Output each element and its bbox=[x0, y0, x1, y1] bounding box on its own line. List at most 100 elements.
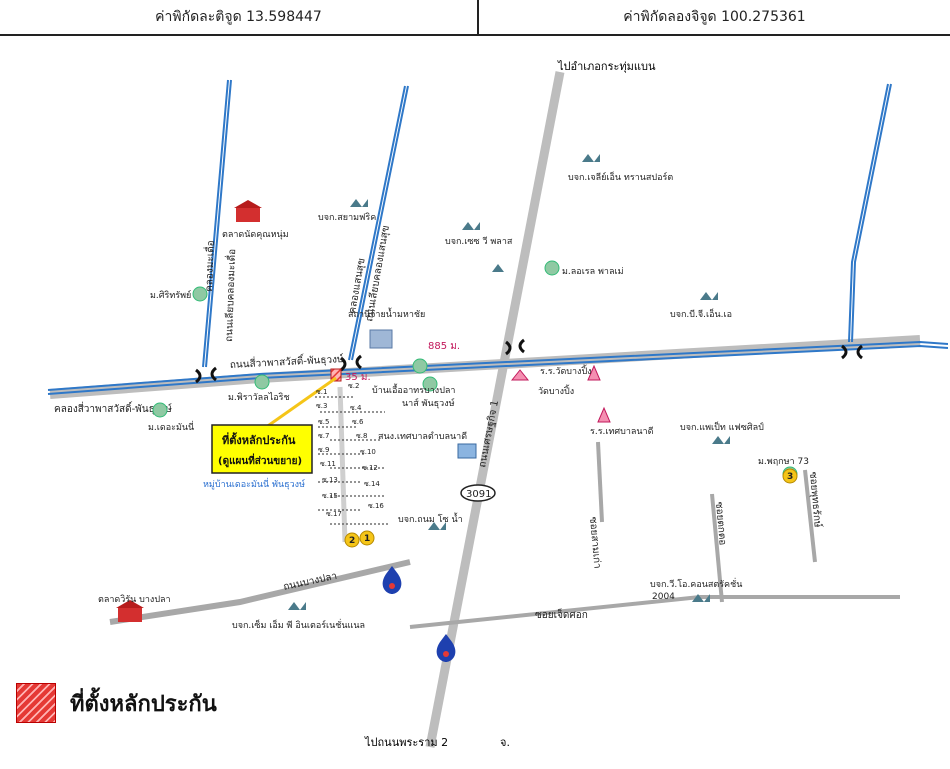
bridges bbox=[195, 338, 863, 384]
school-label: ร.ร.เทศบาลนาดี bbox=[590, 426, 654, 437]
market-1-label: ตลาดนัดคุณหนุ่ม bbox=[222, 230, 289, 240]
village-1-label: ม.ศิริทรัพย์ bbox=[150, 289, 191, 301]
soi-jedsok-label: ซอยเจ็ดศอก bbox=[535, 607, 588, 621]
road-network bbox=[49, 71, 921, 748]
factory-7-code: 2004 bbox=[652, 592, 675, 602]
bridge-icon bbox=[195, 366, 217, 384]
factory-icon bbox=[712, 436, 730, 444]
market-2-label: ตลาดวิรัน บางปลา bbox=[98, 594, 171, 605]
soi-label: ซ.8 bbox=[356, 432, 367, 440]
canal-left-1 bbox=[202, 79, 229, 368]
canals bbox=[47, 79, 949, 395]
longitude-header: ค่าพิกัดลองจิจูด 100.275361 bbox=[477, 0, 950, 34]
temple-2-label: วัดบางปิ้ง bbox=[538, 384, 574, 397]
road-bangpla-label: ถนนบางปลา bbox=[282, 571, 338, 593]
village-7-label: ม.พฤกษา 73 bbox=[758, 457, 809, 467]
soi-label: ซ.5 bbox=[318, 418, 329, 426]
village-2-label: ม.ลอเรล พาลเม่ bbox=[562, 267, 624, 277]
factories: บจก.เจลีย์เอ็น ทรานสปอร์ต บจก.สยามฟริค บ… bbox=[232, 154, 764, 631]
soi-label: ซ.1 bbox=[316, 388, 327, 396]
village-4-label: ม.เดอะมันนี่ bbox=[148, 420, 194, 433]
marker-3: 3 bbox=[787, 472, 793, 482]
map-canvas[interactable]: ถนนสี่วาพาสวัสดิ์-พันธุวงษ์ คลองสี่วาพาส… bbox=[0, 36, 949, 765]
soi-label: ซ.13 bbox=[322, 476, 338, 484]
longitude-text: ค่าพิกัดลองจิจูด 100.275361 bbox=[623, 9, 806, 25]
landmarks: สถานีจ่ายน้ำมหาชัย ร.ร.วัดบางปิ้ง วัดบาง… bbox=[348, 307, 654, 662]
village-icon bbox=[544, 260, 560, 276]
road-soi-puttharak bbox=[803, 469, 817, 563]
side-streets bbox=[315, 396, 390, 525]
market-icon bbox=[234, 200, 262, 222]
soi-labels: ซ.1 ซ.2 ซ.3 ซ.4 ซ.5 ซ.6 ซ.7 ซ.8 ซ.9 ซ.10… bbox=[316, 382, 384, 518]
road-left-label: ถนนเลียบคลองมะเดื่อ bbox=[221, 249, 238, 343]
canal-right-1 bbox=[848, 83, 889, 343]
village-icon bbox=[412, 358, 428, 374]
canal-right-2 bbox=[851, 83, 892, 343]
village-icon bbox=[254, 374, 270, 390]
bottom-direction: ไปถนนพระราม 2 bbox=[364, 736, 448, 749]
factory-4-label: บจก.บี.จี.เอ็น.เอ bbox=[670, 307, 732, 320]
soi-label: ซ.12 bbox=[362, 464, 378, 472]
soi-label: ซ.2 bbox=[348, 382, 359, 390]
latitude-text: ค่าพิกัดละติจูด 13.598447 bbox=[155, 9, 322, 25]
map-legend: ที่ตั้งหลักประกัน bbox=[16, 683, 217, 723]
factory-icon bbox=[462, 222, 480, 230]
soi-label: ซ.16 bbox=[368, 502, 384, 510]
factory-7-label: บจก.วี.โอ.คอนสตรัคชั่น bbox=[650, 577, 742, 590]
soi-label: ซ.3 bbox=[316, 402, 327, 410]
village-5-label: บ้านเอื้ออาทรบางปลา bbox=[372, 383, 455, 396]
temple-icon bbox=[510, 369, 530, 381]
numbered-markers[interactable]: 2 1 3 bbox=[344, 468, 798, 548]
callout-line-1: ที่ตั้งหลักประกัน bbox=[222, 432, 296, 447]
village-3-label: ม.พิราวัลลไอริช bbox=[228, 392, 290, 403]
highway-road bbox=[425, 71, 565, 748]
bridge-icon bbox=[841, 344, 863, 360]
markets: ตลาดนัดคุณหนุ่ม ตลาดวิรัน บางปลา bbox=[98, 200, 289, 622]
soi-label: ซ.10 bbox=[360, 448, 376, 456]
highway-shield: 3091 bbox=[460, 484, 496, 502]
bridge-icon bbox=[505, 338, 525, 356]
marker-2: 2 bbox=[349, 536, 355, 546]
water-station-icon bbox=[369, 329, 393, 349]
soi-label: ซ.11 bbox=[320, 460, 336, 468]
market-icon bbox=[116, 600, 144, 622]
main-road-label: ถนนสี่วาพาสวัสดิ์-พันธุวงษ์ bbox=[229, 351, 344, 371]
soi-label: ซ.9 bbox=[318, 446, 329, 454]
road-bangpla bbox=[109, 559, 411, 625]
village-icon bbox=[192, 286, 208, 302]
latitude-header: ค่าพิกัดละติจูด 13.598447 bbox=[0, 0, 477, 34]
collateral-swatch bbox=[16, 683, 56, 723]
gas-station-icon bbox=[382, 566, 402, 594]
gas-station-icon bbox=[436, 634, 456, 662]
canal-mid-1 bbox=[348, 85, 406, 361]
distance-label: 885 ม. bbox=[428, 341, 460, 352]
factory-8-label: บจก.เซ็ม เอ็ม พี อินเตอร์เนชั่นแนล bbox=[232, 618, 365, 631]
factory-icon bbox=[692, 594, 710, 602]
highway-label: ถนนเศรษฐกิจ 1 bbox=[477, 399, 501, 468]
main-canal-2 bbox=[47, 344, 949, 395]
village-icon bbox=[152, 402, 168, 418]
road-soi-tokto bbox=[710, 493, 724, 603]
canal-mid-2 bbox=[351, 85, 409, 361]
factory-6-label: บจก.ถนม โซ น้ำ bbox=[398, 512, 463, 525]
map-frame: ถนนสี่วาพาสวัสดิ์-พันธุวงษ์ คลองสี่วาพาส… bbox=[0, 34, 950, 765]
soi-label: ซ.17 bbox=[326, 510, 342, 518]
village-icon bbox=[422, 376, 438, 392]
canal-left-2 bbox=[205, 79, 232, 368]
factory-3-label: บจก.เซซ วี พลาส bbox=[445, 236, 513, 247]
collateral-callout[interactable]: ที่ตั้งหลักประกัน (ดูแผนที่ส่วนขยาย) bbox=[211, 424, 313, 474]
collateral-site[interactable] bbox=[261, 368, 342, 432]
soi-samkao-label: ซอยสามเก่า bbox=[587, 516, 602, 569]
factory-1-label: บจก.เจลีย์เอ็น ทรานสปอร์ต bbox=[568, 170, 673, 183]
factory-icon bbox=[582, 154, 600, 162]
factory-icon bbox=[428, 522, 446, 530]
distance-small-label: 35 ม. bbox=[345, 372, 371, 383]
factory-icon bbox=[350, 199, 368, 207]
soi-tokto-label: ซอยตกตอ bbox=[713, 501, 728, 545]
main-canal bbox=[47, 340, 949, 391]
village-8-label: หมู่บ้านเดอะมันนี่ พันธุวงษ์ bbox=[203, 477, 305, 490]
highway-number: 3091 bbox=[466, 489, 491, 500]
bridge-icon bbox=[340, 354, 362, 372]
road-collateral-lane bbox=[337, 386, 348, 543]
soi-label: ซ.4 bbox=[350, 404, 362, 412]
